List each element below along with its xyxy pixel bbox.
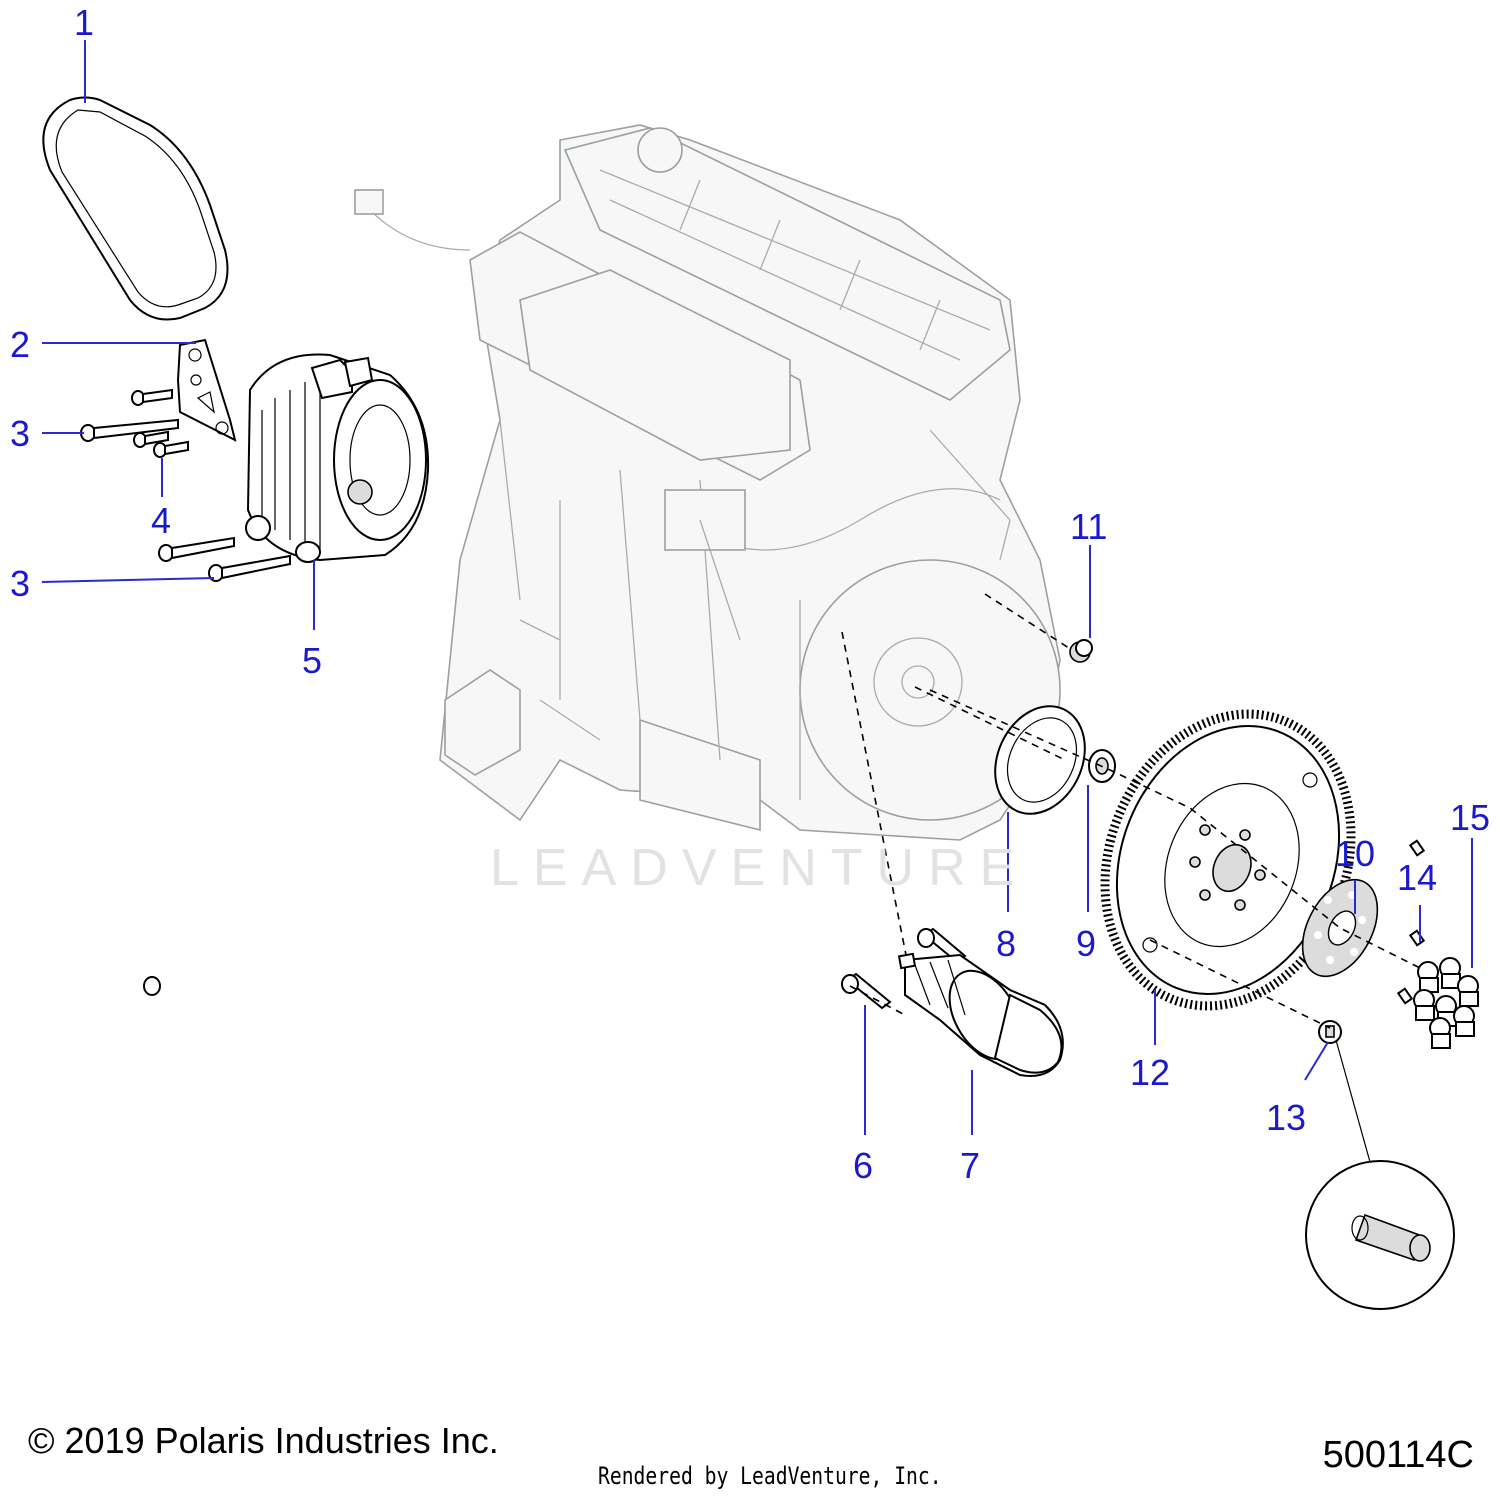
- dowel-13: [1305, 1020, 1455, 1310]
- assembly-axes: [841, 593, 1421, 1029]
- callout-10: 10: [1335, 833, 1375, 874]
- bolt-4-b: [153, 440, 189, 458]
- engine-block: [354, 124, 1061, 841]
- flywheel-retainer-plate: [1301, 878, 1379, 978]
- callout-5: 5: [302, 640, 322, 681]
- callout-7: 7: [960, 1145, 980, 1186]
- bolt-4-a: [133, 430, 169, 448]
- rear-main-seal: [994, 705, 1086, 815]
- alternator-bracket: [176, 338, 237, 442]
- rendered-by-credit: Rendered by LeadVenture, Inc.: [598, 1462, 942, 1490]
- bolt-short-a: [131, 388, 173, 406]
- flywheel-bolts: [1413, 957, 1479, 1049]
- alternator: [245, 353, 430, 563]
- callout-3-upper: 3: [10, 413, 30, 454]
- callout-15: 15: [1450, 797, 1490, 838]
- callout-4: 4: [151, 500, 171, 541]
- leader-lines: [41, 40, 1473, 1135]
- callout-3-lower: 3: [10, 563, 30, 604]
- callout-11: 11: [1070, 506, 1107, 547]
- callout-6: 6: [853, 1145, 873, 1186]
- bolt-long-lower-a: [158, 536, 235, 562]
- callout-labels: 1 2 3 4 3 5 11 15 10 14 8 9 12 13 6 7: [10, 2, 1490, 1186]
- plug: [1069, 639, 1093, 663]
- callout-8: 8: [996, 923, 1016, 964]
- bolt-3-upper: [80, 418, 179, 442]
- serpentine-belt: [42, 96, 229, 321]
- bolt-3-lower: [208, 554, 291, 582]
- callout-1: 1: [74, 2, 94, 43]
- watermark: LEADVENTURE: [490, 839, 1029, 897]
- alternator-bolts: [80, 388, 291, 582]
- callout-2: 2: [10, 324, 30, 365]
- starter-bolts: [143, 927, 967, 1010]
- starter-motor: [897, 952, 1064, 1077]
- diagram-part-number: 500114C: [1322, 1434, 1474, 1476]
- callout-12: 12: [1130, 1052, 1170, 1093]
- callout-13: 13: [1266, 1097, 1306, 1138]
- dowel-detail-view: [1351, 1213, 1431, 1262]
- callout-9: 9: [1076, 923, 1096, 964]
- callout-14: 14: [1397, 857, 1437, 898]
- copyright-notice: © 2019 Polaris Industries Inc.: [28, 1420, 499, 1461]
